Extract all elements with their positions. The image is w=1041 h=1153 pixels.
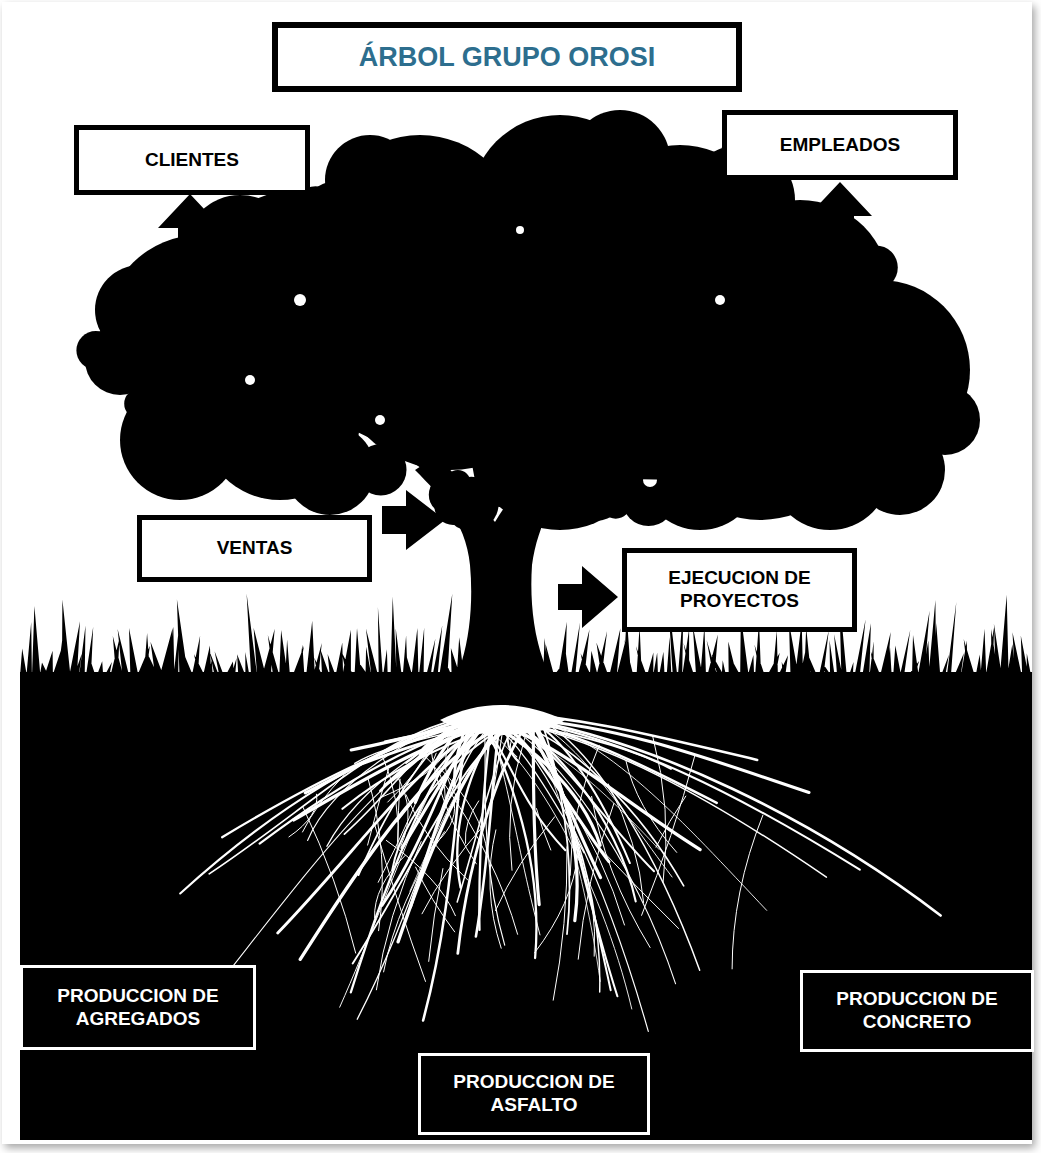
canopy-leaf (294, 435, 325, 466)
root (496, 715, 940, 916)
root-branch (375, 855, 406, 917)
canopy-leaf (562, 187, 600, 225)
root-branch (626, 760, 677, 852)
canopy-leaf (145, 404, 162, 421)
title-text: ÁRBOL GRUPO OROSI (359, 42, 656, 73)
canopy-leaf (76, 331, 115, 370)
label-box: CLIENTES (74, 125, 310, 195)
root-branch (416, 867, 455, 932)
canopy-leaf (854, 245, 898, 289)
root-branch (368, 778, 382, 931)
root-box: PRODUCCION DE AGREGADOS (20, 965, 256, 1050)
root (300, 721, 515, 959)
box-text: EJECUCION DE PROYECTOS (635, 567, 844, 613)
label-box: EJECUCION DE PROYECTOS (622, 548, 857, 632)
label-box: EMPLEADOS (722, 110, 958, 180)
root (489, 713, 648, 1031)
root-branch (592, 796, 651, 947)
box-text: PRODUCCION DE ASFALTO (431, 1071, 637, 1117)
canopy-leaf (346, 189, 392, 235)
canopy-gap (294, 294, 306, 306)
root-branch (303, 807, 356, 953)
root-branch (642, 756, 695, 916)
tree-branches (200, 300, 720, 500)
canopy-leaf (206, 234, 246, 274)
canopy-leaf (722, 443, 760, 481)
canopy-gap (245, 375, 255, 385)
root (479, 721, 536, 958)
root-branch (553, 847, 567, 1000)
root-branch (421, 752, 445, 797)
canopy-gap (516, 226, 524, 234)
root-branch (608, 784, 643, 903)
canopy-blob (285, 425, 375, 515)
ground (20, 672, 1032, 1140)
label-box: VENTAS (137, 515, 372, 582)
canopy-gap (375, 415, 385, 425)
canopy-leaf (168, 255, 184, 271)
root-branch (465, 801, 478, 843)
box-text: VENTAS (217, 537, 293, 560)
root (180, 720, 487, 894)
box-text: PRODUCCION DE AGREGADOS (33, 985, 243, 1031)
up-arrow (808, 182, 872, 252)
root-branch (431, 803, 455, 848)
box-text: PRODUCCION DE CONCRETO (813, 988, 1021, 1034)
canopy-leaf (872, 392, 931, 451)
root (457, 714, 506, 887)
canopy-leaf (807, 431, 854, 478)
root-branch (429, 869, 443, 962)
root-branch (422, 824, 485, 914)
root (529, 719, 611, 990)
root-branch (535, 855, 578, 953)
canopy-leaf (813, 406, 834, 427)
canopy-leaf (389, 196, 411, 218)
up-arrow (158, 194, 222, 252)
box-text: CLIENTES (145, 149, 239, 172)
tree-trunk (415, 438, 590, 715)
root-branch (303, 775, 345, 832)
canopy-leaf (641, 170, 694, 223)
canopy-leaf (98, 307, 128, 337)
root-box: PRODUCCION DE ASFALTO (418, 1053, 650, 1135)
root-base (440, 705, 565, 735)
root (495, 716, 860, 869)
right-arrow (382, 490, 445, 550)
canopy-leaf (204, 396, 234, 426)
canopy-leaf (908, 300, 934, 326)
canopy-gap (715, 295, 725, 305)
root (357, 715, 503, 1019)
root (527, 714, 617, 996)
root-branch (732, 815, 763, 969)
right-arrow (558, 566, 618, 628)
box-text: EMPLEADOS (780, 134, 900, 157)
root-branch (490, 830, 501, 948)
title-box: ÁRBOL GRUPO OROSI (272, 22, 742, 92)
root (520, 715, 767, 911)
root (536, 718, 700, 970)
root-box: PRODUCCION DE CONCRETO (800, 970, 1034, 1052)
root-branch (653, 736, 666, 882)
canopy-leaf (154, 355, 198, 399)
root-branch (376, 842, 421, 990)
canopy-leaf (139, 253, 196, 310)
canopy-leaf (338, 451, 371, 484)
